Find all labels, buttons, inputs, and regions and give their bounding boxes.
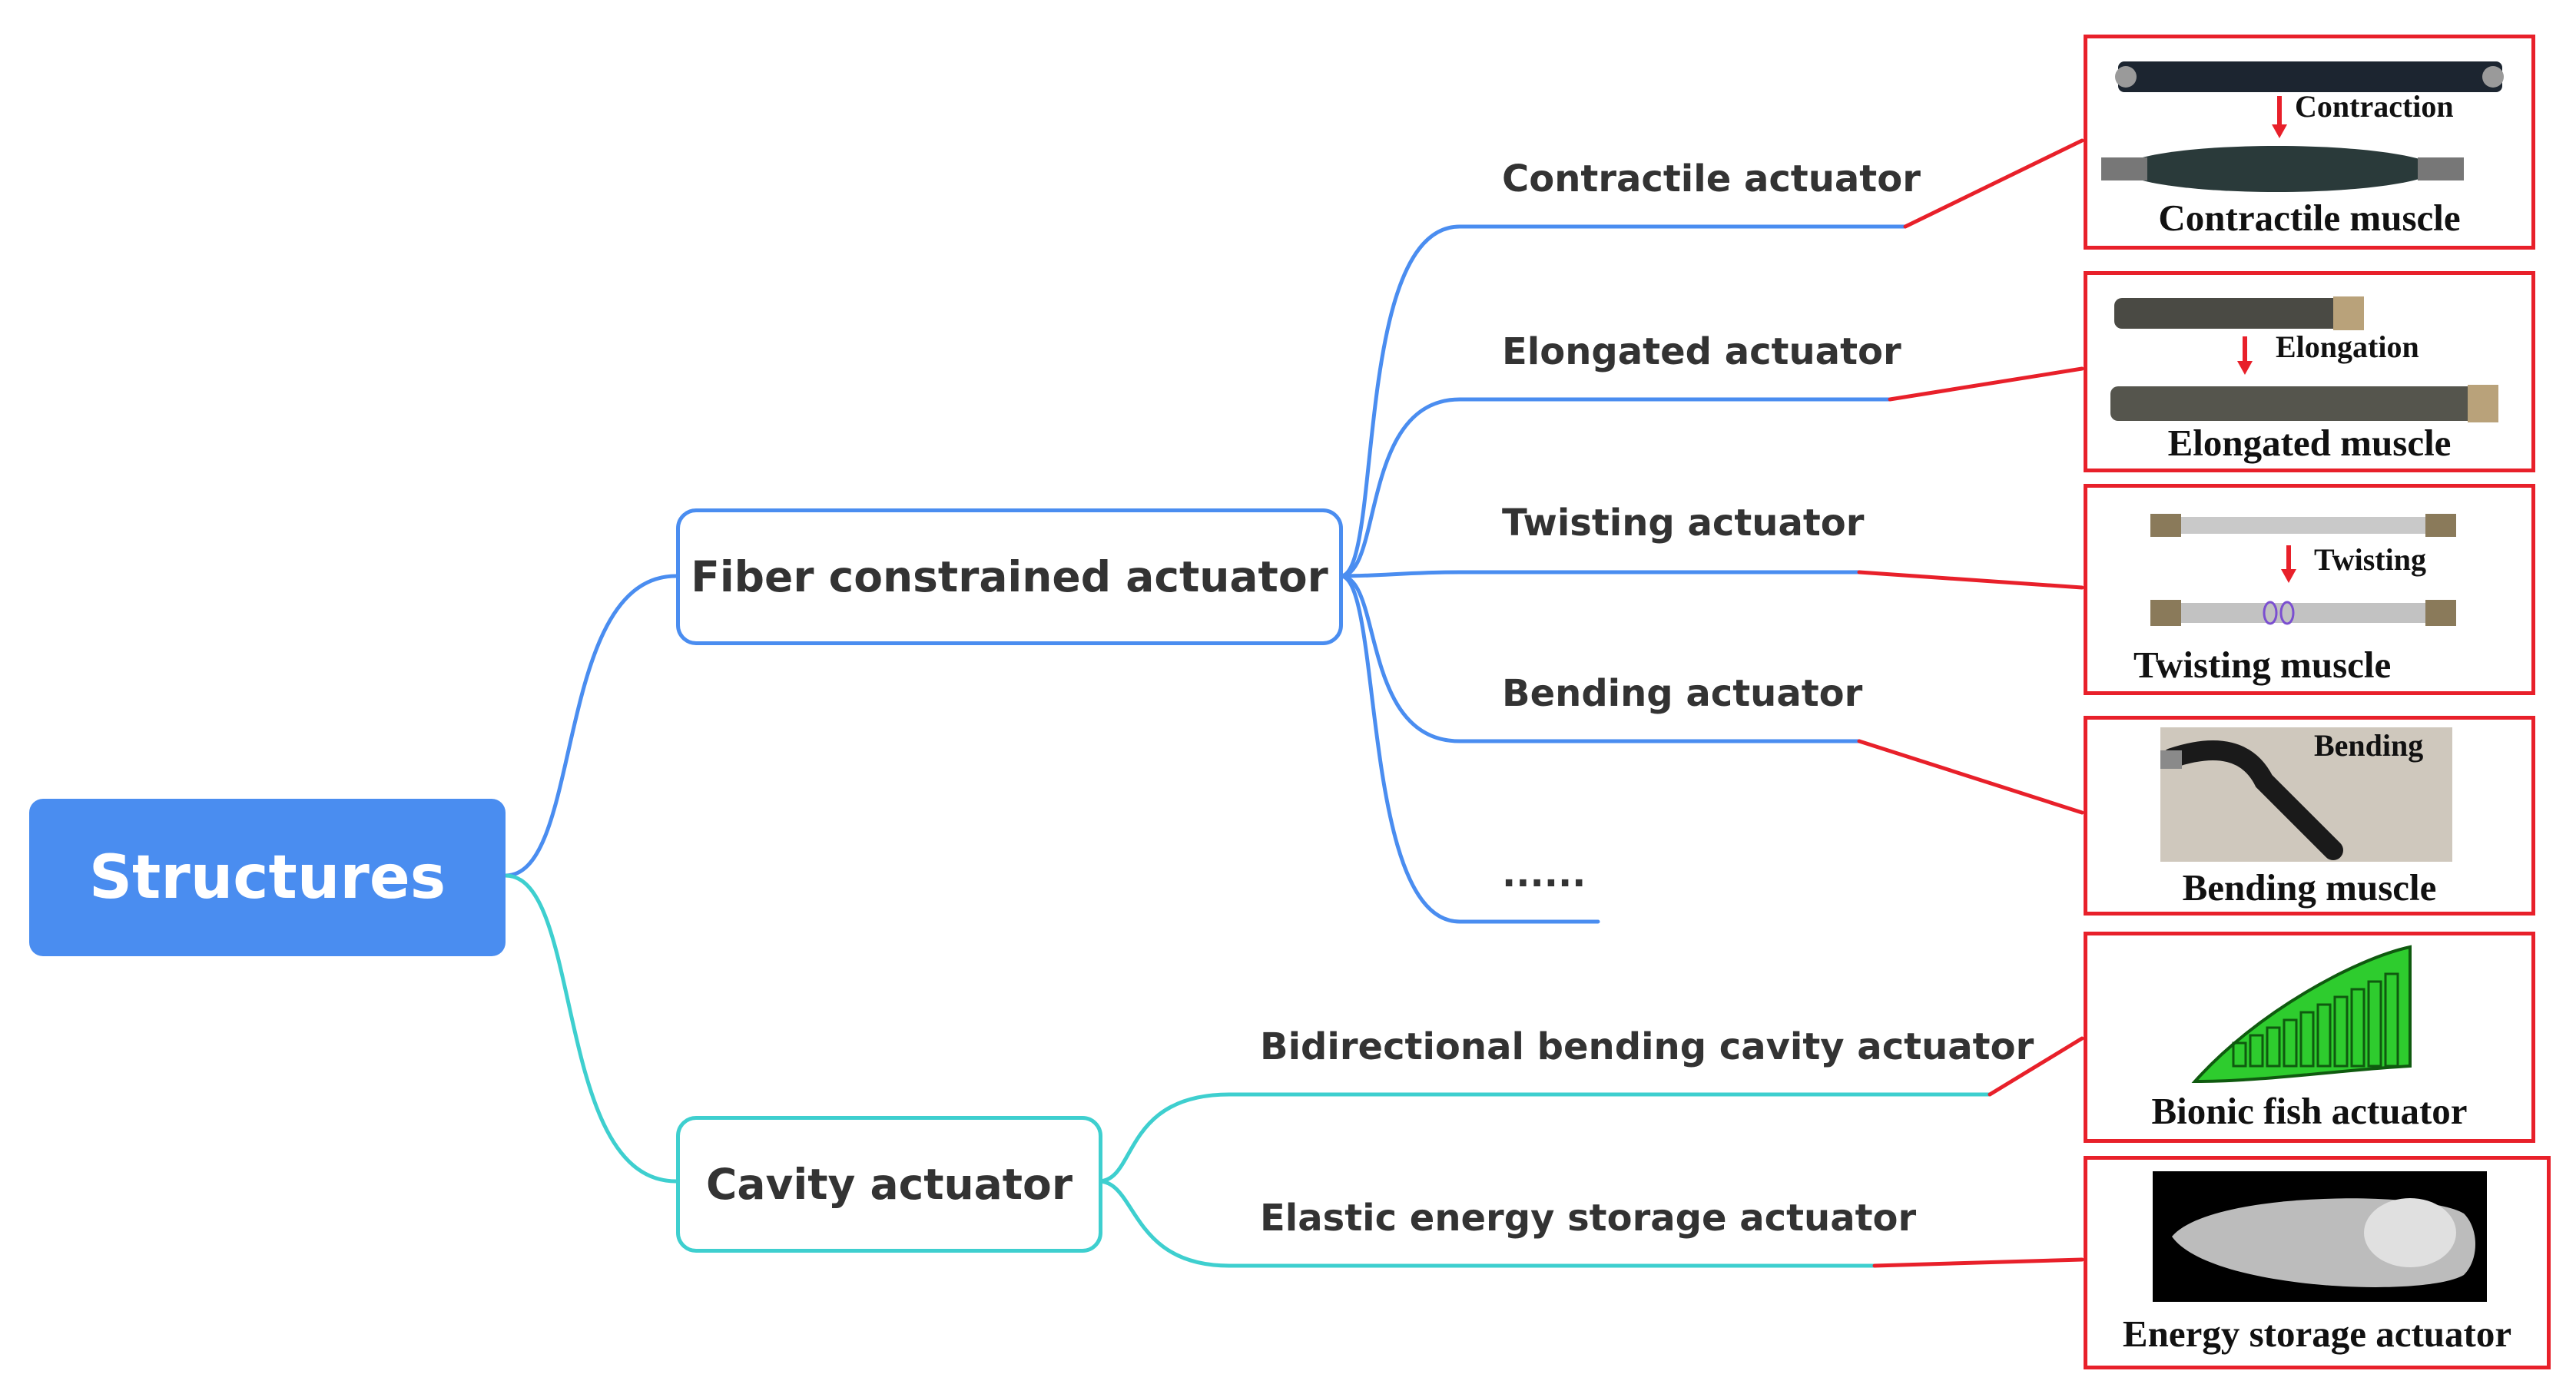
branch-label: Cavity actuator	[706, 1160, 1073, 1209]
root-label: Structures	[88, 843, 446, 912]
elongated-muscle-illustration	[2110, 296, 2498, 422]
bending-muscle-illustration	[2160, 727, 2452, 862]
end-fitting	[2482, 66, 2504, 88]
edge-fiber-more	[1338, 574, 1600, 924]
image-energy-storage-actuator: Energy storage actuator	[2084, 1156, 2551, 1369]
branch-node-cavity[interactable]: Cavity actuator	[676, 1116, 1102, 1253]
connector-bidirectional	[1988, 1036, 2084, 1097]
leaf-elastic[interactable]: Elastic energy storage actuator	[1260, 1197, 1917, 1240]
bionic-fish-illustration	[2191, 945, 2412, 1084]
edge-root-cavity	[503, 873, 678, 1184]
image-caption: Contractile muscle	[2158, 197, 2461, 239]
leaf-twisting[interactable]: Twisting actuator	[1502, 502, 1865, 545]
branch-node-fiber[interactable]: Fiber constrained actuator	[676, 508, 1343, 645]
leaf-more[interactable]: ......	[1502, 853, 1586, 896]
leaf-bending[interactable]: Bending actuator	[1502, 672, 1863, 715]
twisting-muscle-illustration	[2150, 514, 2456, 626]
edge-cavity-bidirectional	[1096, 1092, 1992, 1184]
image-tag: Elongation	[2276, 329, 2419, 364]
edge-fiber-bending	[1338, 574, 1862, 743]
image-caption: Twisting muscle	[2133, 644, 2392, 686]
branch-label: Fiber constrained actuator	[691, 552, 1328, 601]
leaf-bidirectional[interactable]: Bidirectional bending cavity actuator	[1260, 1025, 2034, 1068]
image-bending-muscle: Bending Bending muscle	[2084, 716, 2535, 916]
connector-twisting	[1857, 570, 2084, 590]
root-node[interactable]: Structures	[29, 799, 506, 956]
energy-storage-illustration	[2153, 1171, 2487, 1302]
image-caption: Energy storage actuator	[2122, 1313, 2512, 1355]
leaf-contractile[interactable]: Contractile actuator	[1502, 157, 1921, 200]
image-twisting-muscle: Twisting Twisting muscle	[2084, 484, 2535, 695]
edge-fiber-twisting	[1338, 570, 1862, 578]
image-bionic-fish-actuator: Bionic fish actuator	[2084, 932, 2535, 1143]
edge-fiber-contractile	[1338, 224, 1908, 578]
connector-contractile	[1903, 138, 2084, 229]
connector-elongated	[1888, 366, 2084, 402]
edge-root-fiber	[503, 574, 678, 878]
image-caption: Elongated muscle	[2167, 422, 2452, 464]
end-fitting	[2115, 66, 2137, 88]
image-elongated-muscle: Elongation Elongated muscle	[2084, 271, 2535, 472]
leaf-elongated[interactable]: Elongated actuator	[1502, 330, 1901, 373]
contractile-muscle-illustration	[2101, 61, 2504, 192]
image-tag: Contraction	[2295, 89, 2454, 124]
image-tag: Twisting	[2314, 542, 2426, 577]
image-caption: Bionic fish actuator	[2151, 1090, 2468, 1132]
edge-fiber-elongated	[1338, 397, 1892, 578]
image-contractile-muscle: Contraction Contractile muscle	[2084, 35, 2535, 250]
connector-elastic	[1872, 1257, 2084, 1268]
connector-bending	[1857, 739, 2084, 815]
edge-cavity-elastic	[1096, 1179, 1877, 1268]
image-tag: Bending	[2314, 728, 2424, 763]
image-caption: Bending muscle	[2182, 866, 2437, 909]
